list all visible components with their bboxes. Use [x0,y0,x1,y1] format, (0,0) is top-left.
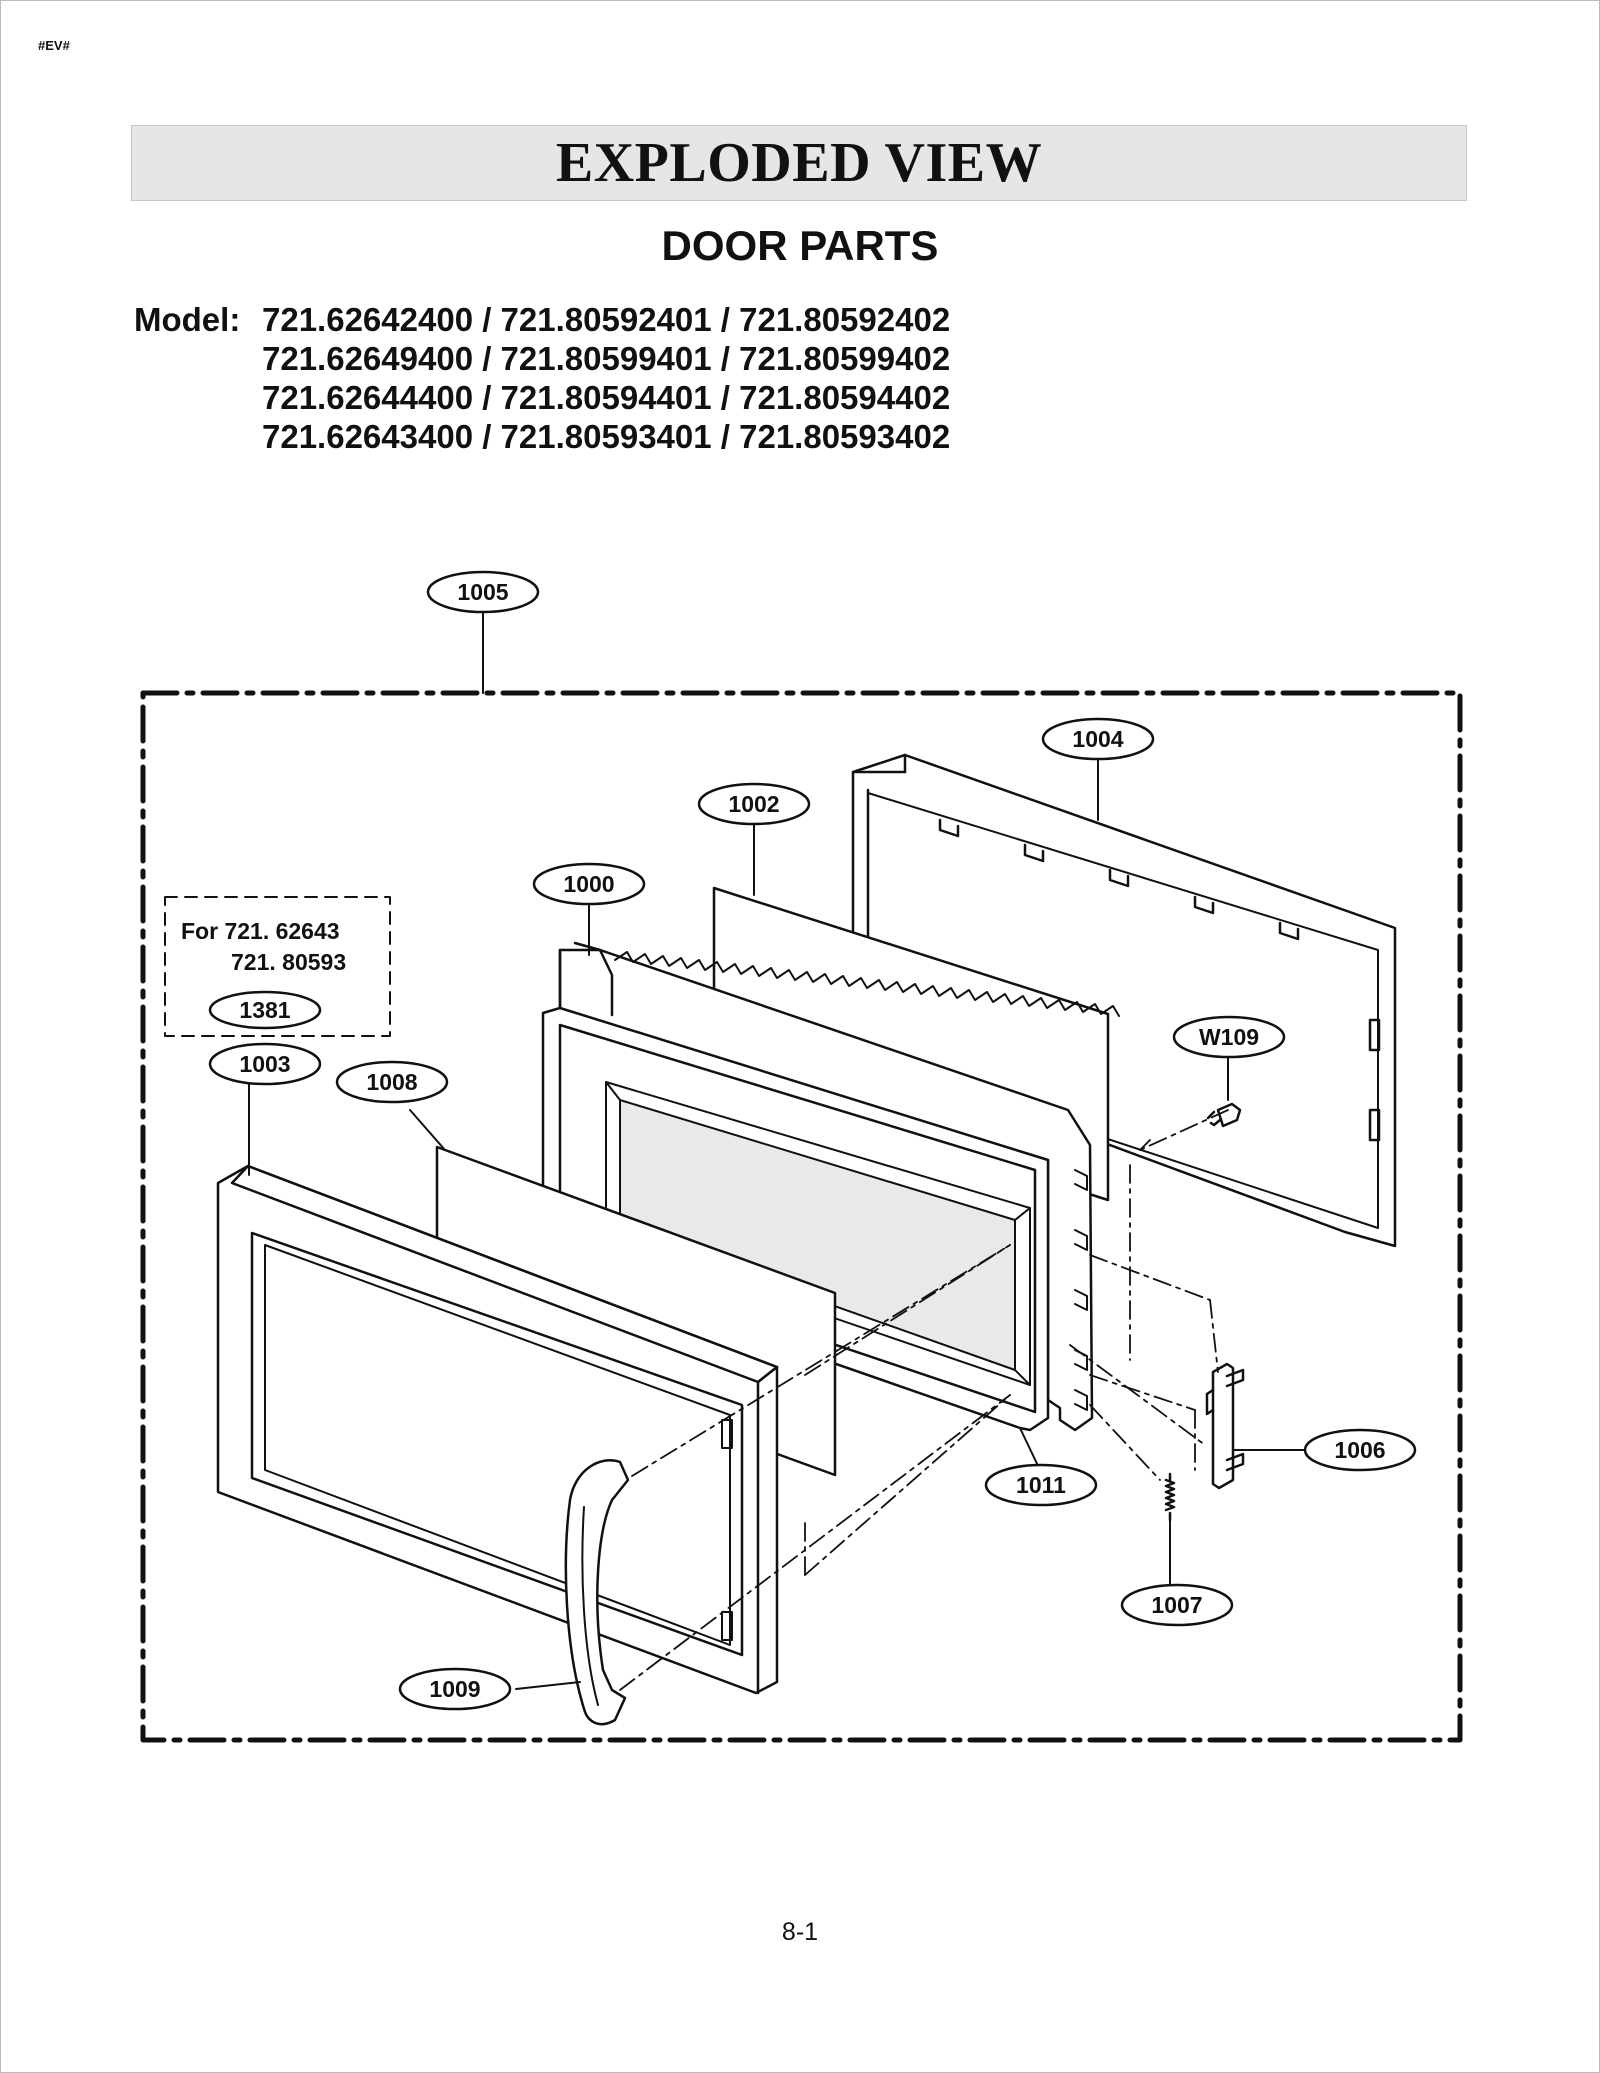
callout-1007: 1007 [1151,1592,1202,1618]
alignment-lines [619,1109,1229,1691]
model-numbers: 721.62642400 / 721.80592401 / 721.805924… [262,301,951,338]
model-row: 721.62649400 / 721.80599401 / 721.805994… [134,339,950,378]
variant-note-line1: For 721. 62643 [181,918,340,944]
corner-tag: #EV# [38,38,70,53]
callout-1003: 1003 [239,1051,290,1077]
callout-1006: 1006 [1334,1437,1385,1463]
callout-1009: 1009 [429,1676,480,1702]
model-label: Model: [134,301,241,338]
section-subtitle: DOOR PARTS [661,222,939,269]
page-number: 8-1 [781,1918,819,1946]
callout-1008: 1008 [366,1069,417,1095]
part-1006-latch-lever [1205,1362,1245,1490]
part-w109-screw [1206,1102,1242,1128]
assembly-boundary [140,690,1463,1743]
model-list: Model: 721.62642400 / 721.80592401 / 721.… [134,300,950,456]
model-numbers: 721.62644400 / 721.80594401 / 721.805944… [262,379,951,416]
model-row: Model: 721.62642400 / 721.80592401 / 721.… [134,300,950,339]
model-numbers: 721.62649400 / 721.80599401 / 721.805994… [262,340,951,377]
callout-ovals [208,570,1417,1711]
callout-1381: 1381 [239,997,290,1023]
callout-1011: 1011 [1016,1472,1066,1498]
variant-note-line2: 721. 80593 [231,949,346,975]
callout-1005: 1005 [457,579,508,605]
callout-w109: W109 [1199,1024,1259,1050]
callout-1004: 1004 [1072,726,1123,752]
callout-1002: 1002 [728,791,779,817]
page-title: EXPLODED VIEW [555,132,1043,194]
title-bar: EXPLODED VIEW [131,125,1467,201]
model-row: 721.62643400 / 721.80593401 / 721.805934… [134,417,950,456]
model-numbers: 721.62643400 / 721.80593401 / 721.805934… [262,418,951,455]
part-1007-spring [1164,1472,1176,1522]
variant-note-box [164,896,391,1037]
callout-1000: 1000 [563,871,614,897]
model-row: 721.62644400 / 721.80594401 / 721.805944… [134,378,950,417]
part-1009-door-handle [564,1459,630,1726]
leader-lines [248,611,1311,1690]
